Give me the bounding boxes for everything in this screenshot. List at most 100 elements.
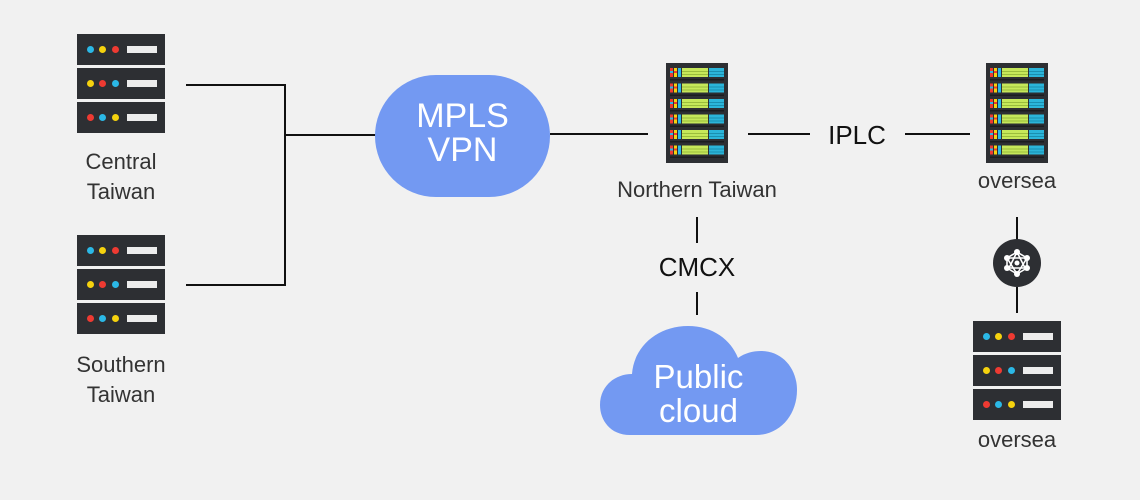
rack-row-part — [1029, 89, 1044, 91]
rack-row-part — [998, 99, 1001, 108]
rack-row-part — [670, 86, 673, 89]
cmcx-line-upper — [696, 217, 698, 243]
rack-row-part — [990, 71, 993, 73]
central-label-line1: Central — [85, 149, 157, 174]
rack-row-part — [1029, 114, 1044, 124]
rack-row-part — [1029, 133, 1044, 134]
rack-row-part — [994, 133, 997, 135]
rack-row-part — [682, 99, 708, 108]
rack-row-part — [674, 117, 677, 120]
oversea-bottom-server-icon — [973, 321, 1061, 423]
rack-row-part — [709, 74, 724, 75]
southern-taiwan-server-icon — [77, 235, 165, 337]
rack-row-part — [1029, 148, 1044, 150]
central-taiwan-label: Central Taiwan — [51, 147, 191, 207]
rack-row-part — [1029, 83, 1044, 93]
rack-row-part — [1002, 114, 1028, 124]
mpls-to-northern-line — [550, 133, 648, 135]
rack-row-part — [998, 83, 1001, 93]
rack-row-part — [678, 99, 681, 108]
rack-row-part — [682, 102, 708, 103]
rack-row-part — [1029, 99, 1044, 108]
rack-row-part — [1002, 133, 1028, 134]
mpls-line1: MPLS — [416, 97, 509, 135]
rack-row-part — [678, 83, 681, 93]
rack-row-part — [678, 145, 681, 155]
rack-row-part — [994, 71, 997, 73]
rack-row-part — [990, 110, 1044, 112]
network-hub-node — [993, 239, 1041, 287]
rack-row-part — [990, 86, 993, 89]
rack-row-part — [670, 133, 673, 135]
rack-row-part — [670, 94, 724, 96]
rack-row-part — [709, 114, 724, 124]
rack-row-part — [709, 145, 724, 155]
oversea-top-server-rack-icon — [986, 63, 1048, 163]
rack-row-part — [1029, 74, 1044, 75]
oversea-link-lower — [1016, 287, 1018, 313]
rack-row-part — [670, 148, 673, 151]
rack-row-part — [1002, 120, 1028, 122]
mpls-vpn-node: MPLS VPN — [375, 75, 550, 197]
rack-row-part — [682, 86, 708, 88]
rack-row-part — [670, 102, 673, 104]
rack-row-part — [994, 117, 997, 120]
rack-row-part — [1029, 145, 1044, 155]
rack-row-part — [682, 74, 708, 75]
oversea-top-label: oversea — [977, 168, 1057, 193]
rack-row-part — [998, 130, 1001, 139]
cmcx-line-lower — [696, 292, 698, 315]
rack-row-part — [682, 114, 708, 124]
northern-taiwan-label: Northern Taiwan — [617, 177, 777, 202]
rack-row-part — [682, 71, 708, 72]
rack-row-part — [709, 102, 724, 103]
rack-row-part — [1002, 117, 1028, 119]
public-cloud-line1: Public — [653, 358, 744, 395]
southern-label-line1: Southern — [76, 352, 166, 377]
rack-row-part — [1029, 117, 1044, 119]
rack-row-part — [994, 102, 997, 104]
rack-row-part — [1029, 136, 1044, 137]
rack-row-part — [1002, 99, 1028, 108]
rack-row-part — [670, 110, 724, 112]
rack-row-part — [682, 151, 708, 153]
rack-row-part — [674, 71, 677, 73]
rack-row-part — [709, 130, 724, 139]
rack-row-part — [1002, 68, 1028, 77]
rack-row-part — [682, 120, 708, 122]
iplc-line-right — [905, 133, 970, 135]
rack-row-part — [1029, 130, 1044, 139]
rack-row-part — [682, 133, 708, 134]
bracket-vertical-line — [284, 84, 286, 286]
rack-row-part — [709, 120, 724, 122]
rack-row-part — [682, 89, 708, 91]
rack-row-part — [1029, 68, 1044, 77]
mpls-line2: VPN — [427, 131, 498, 169]
rack-row-part — [1029, 102, 1044, 103]
rack-row-part — [990, 125, 1044, 127]
rack-row-part — [990, 117, 993, 120]
rack-row-part — [709, 148, 724, 150]
rack-row-part — [682, 145, 708, 155]
rack-row-part — [670, 141, 724, 143]
rack-row-part — [990, 79, 1044, 81]
rack-row-part — [1002, 145, 1028, 155]
rack-row-part — [1029, 151, 1044, 153]
public-cloud-text: Public cloud — [600, 360, 797, 428]
rack-row-part — [674, 86, 677, 89]
rack-row-part — [709, 105, 724, 106]
rack-row-part — [682, 105, 708, 106]
iplc-label: IPLC — [828, 120, 886, 150]
rack-row-part — [678, 68, 681, 77]
rack-row-part — [1002, 83, 1028, 93]
rack-row-part — [670, 117, 673, 120]
central-label-line2: Taiwan — [86, 179, 156, 204]
rack-row-part — [709, 99, 724, 108]
rack-row-part — [670, 79, 724, 81]
rack-row-part — [998, 68, 1001, 77]
rack-row-part — [1002, 148, 1028, 150]
rack-row-part — [682, 136, 708, 137]
rack-row-part — [998, 145, 1001, 155]
rack-row-part — [682, 83, 708, 93]
public-cloud-line2: cloud — [659, 392, 738, 429]
